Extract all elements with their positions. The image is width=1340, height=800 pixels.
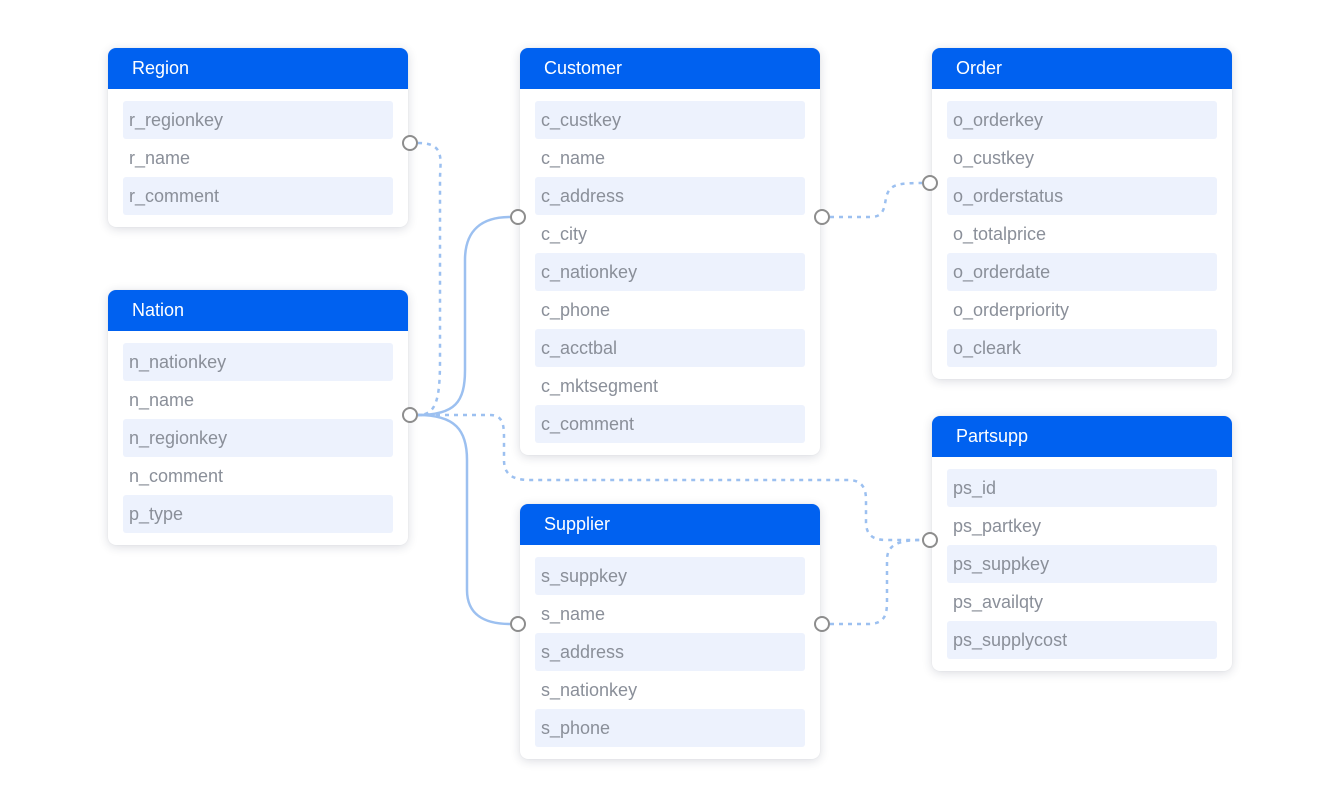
table-title: Nation [108,290,408,331]
table-region[interactable]: Region r_regionkey r_name r_comment [108,48,408,227]
connector-port-supplier-right[interactable] [814,616,830,632]
field-row[interactable]: o_orderkey [947,101,1217,139]
table-title: Region [108,48,408,89]
field-row[interactable]: s_name [541,604,606,624]
table-title: Partsupp [932,416,1232,457]
field-row[interactable]: s_suppkey [535,557,805,595]
field-row[interactable]: c_nationkey [535,253,805,291]
connector-nation-customer [417,215,511,417]
field-row[interactable]: o_totalprice [953,224,1047,244]
table-supplier[interactable]: Supplier s_suppkey s_name s_address s_na… [520,504,820,759]
field-row[interactable]: ps_supplycost [947,621,1217,659]
field-row[interactable]: o_orderdate [947,253,1217,291]
connector-port-customer-right[interactable] [814,209,830,225]
field-row[interactable]: ps_id [947,469,1217,507]
table-partsupp[interactable]: Partsupp ps_id ps_partkey ps_suppkey ps_… [932,416,1232,671]
field-row[interactable]: o_cleark [947,329,1217,367]
field-row[interactable]: s_address [535,633,805,671]
field-row[interactable]: c_custkey [535,101,805,139]
field-row[interactable]: n_name [129,390,195,410]
field-row[interactable]: r_comment [123,177,393,215]
connector-port-order[interactable] [922,175,938,191]
field-row[interactable]: ps_partkey [953,516,1042,536]
connector-region-nation [417,141,442,417]
field-row[interactable]: n_nationkey [123,343,393,381]
field-row[interactable]: p_type [123,495,393,533]
field-row[interactable]: n_regionkey [123,419,393,457]
field-row[interactable]: c_city [541,224,588,244]
field-row[interactable]: c_mktsegment [541,376,659,396]
connector-port-customer-left[interactable] [510,209,526,225]
field-row[interactable]: c_name [541,148,606,168]
table-title: Order [932,48,1232,89]
field-row[interactable]: c_acctbal [535,329,805,367]
field-row[interactable]: s_nationkey [541,680,638,700]
connector-nation-supplier [417,413,511,626]
connector-port-region[interactable] [402,135,418,151]
field-row[interactable]: n_comment [129,466,224,486]
field-row[interactable]: o_custkey [953,148,1035,168]
field-row[interactable]: o_orderpriority [953,300,1070,320]
field-row[interactable]: r_name [129,148,191,168]
field-row[interactable]: c_comment [535,405,805,443]
table-customer[interactable]: Customer c_custkey c_name c_address c_ci… [520,48,820,455]
connector-port-partsupp[interactable] [922,532,938,548]
connector-port-supplier-left[interactable] [510,616,526,632]
field-row[interactable]: ps_suppkey [947,545,1217,583]
field-row[interactable]: s_phone [535,709,805,747]
table-title: Supplier [520,504,820,545]
connector-port-nation[interactable] [402,407,418,423]
connector-supplier-partsupp [830,538,923,626]
table-title: Customer [520,48,820,89]
field-row[interactable]: ps_availqty [953,592,1044,612]
field-row[interactable]: c_phone [541,300,611,320]
table-nation[interactable]: Nation n_nationkey n_name n_regionkey n_… [108,290,408,545]
field-row[interactable]: o_orderstatus [947,177,1217,215]
connector-customer-order [830,181,923,219]
field-row[interactable]: r_regionkey [123,101,393,139]
table-order[interactable]: Order o_orderkey o_custkey o_orderstatus… [932,48,1232,379]
field-row[interactable]: c_address [535,177,805,215]
